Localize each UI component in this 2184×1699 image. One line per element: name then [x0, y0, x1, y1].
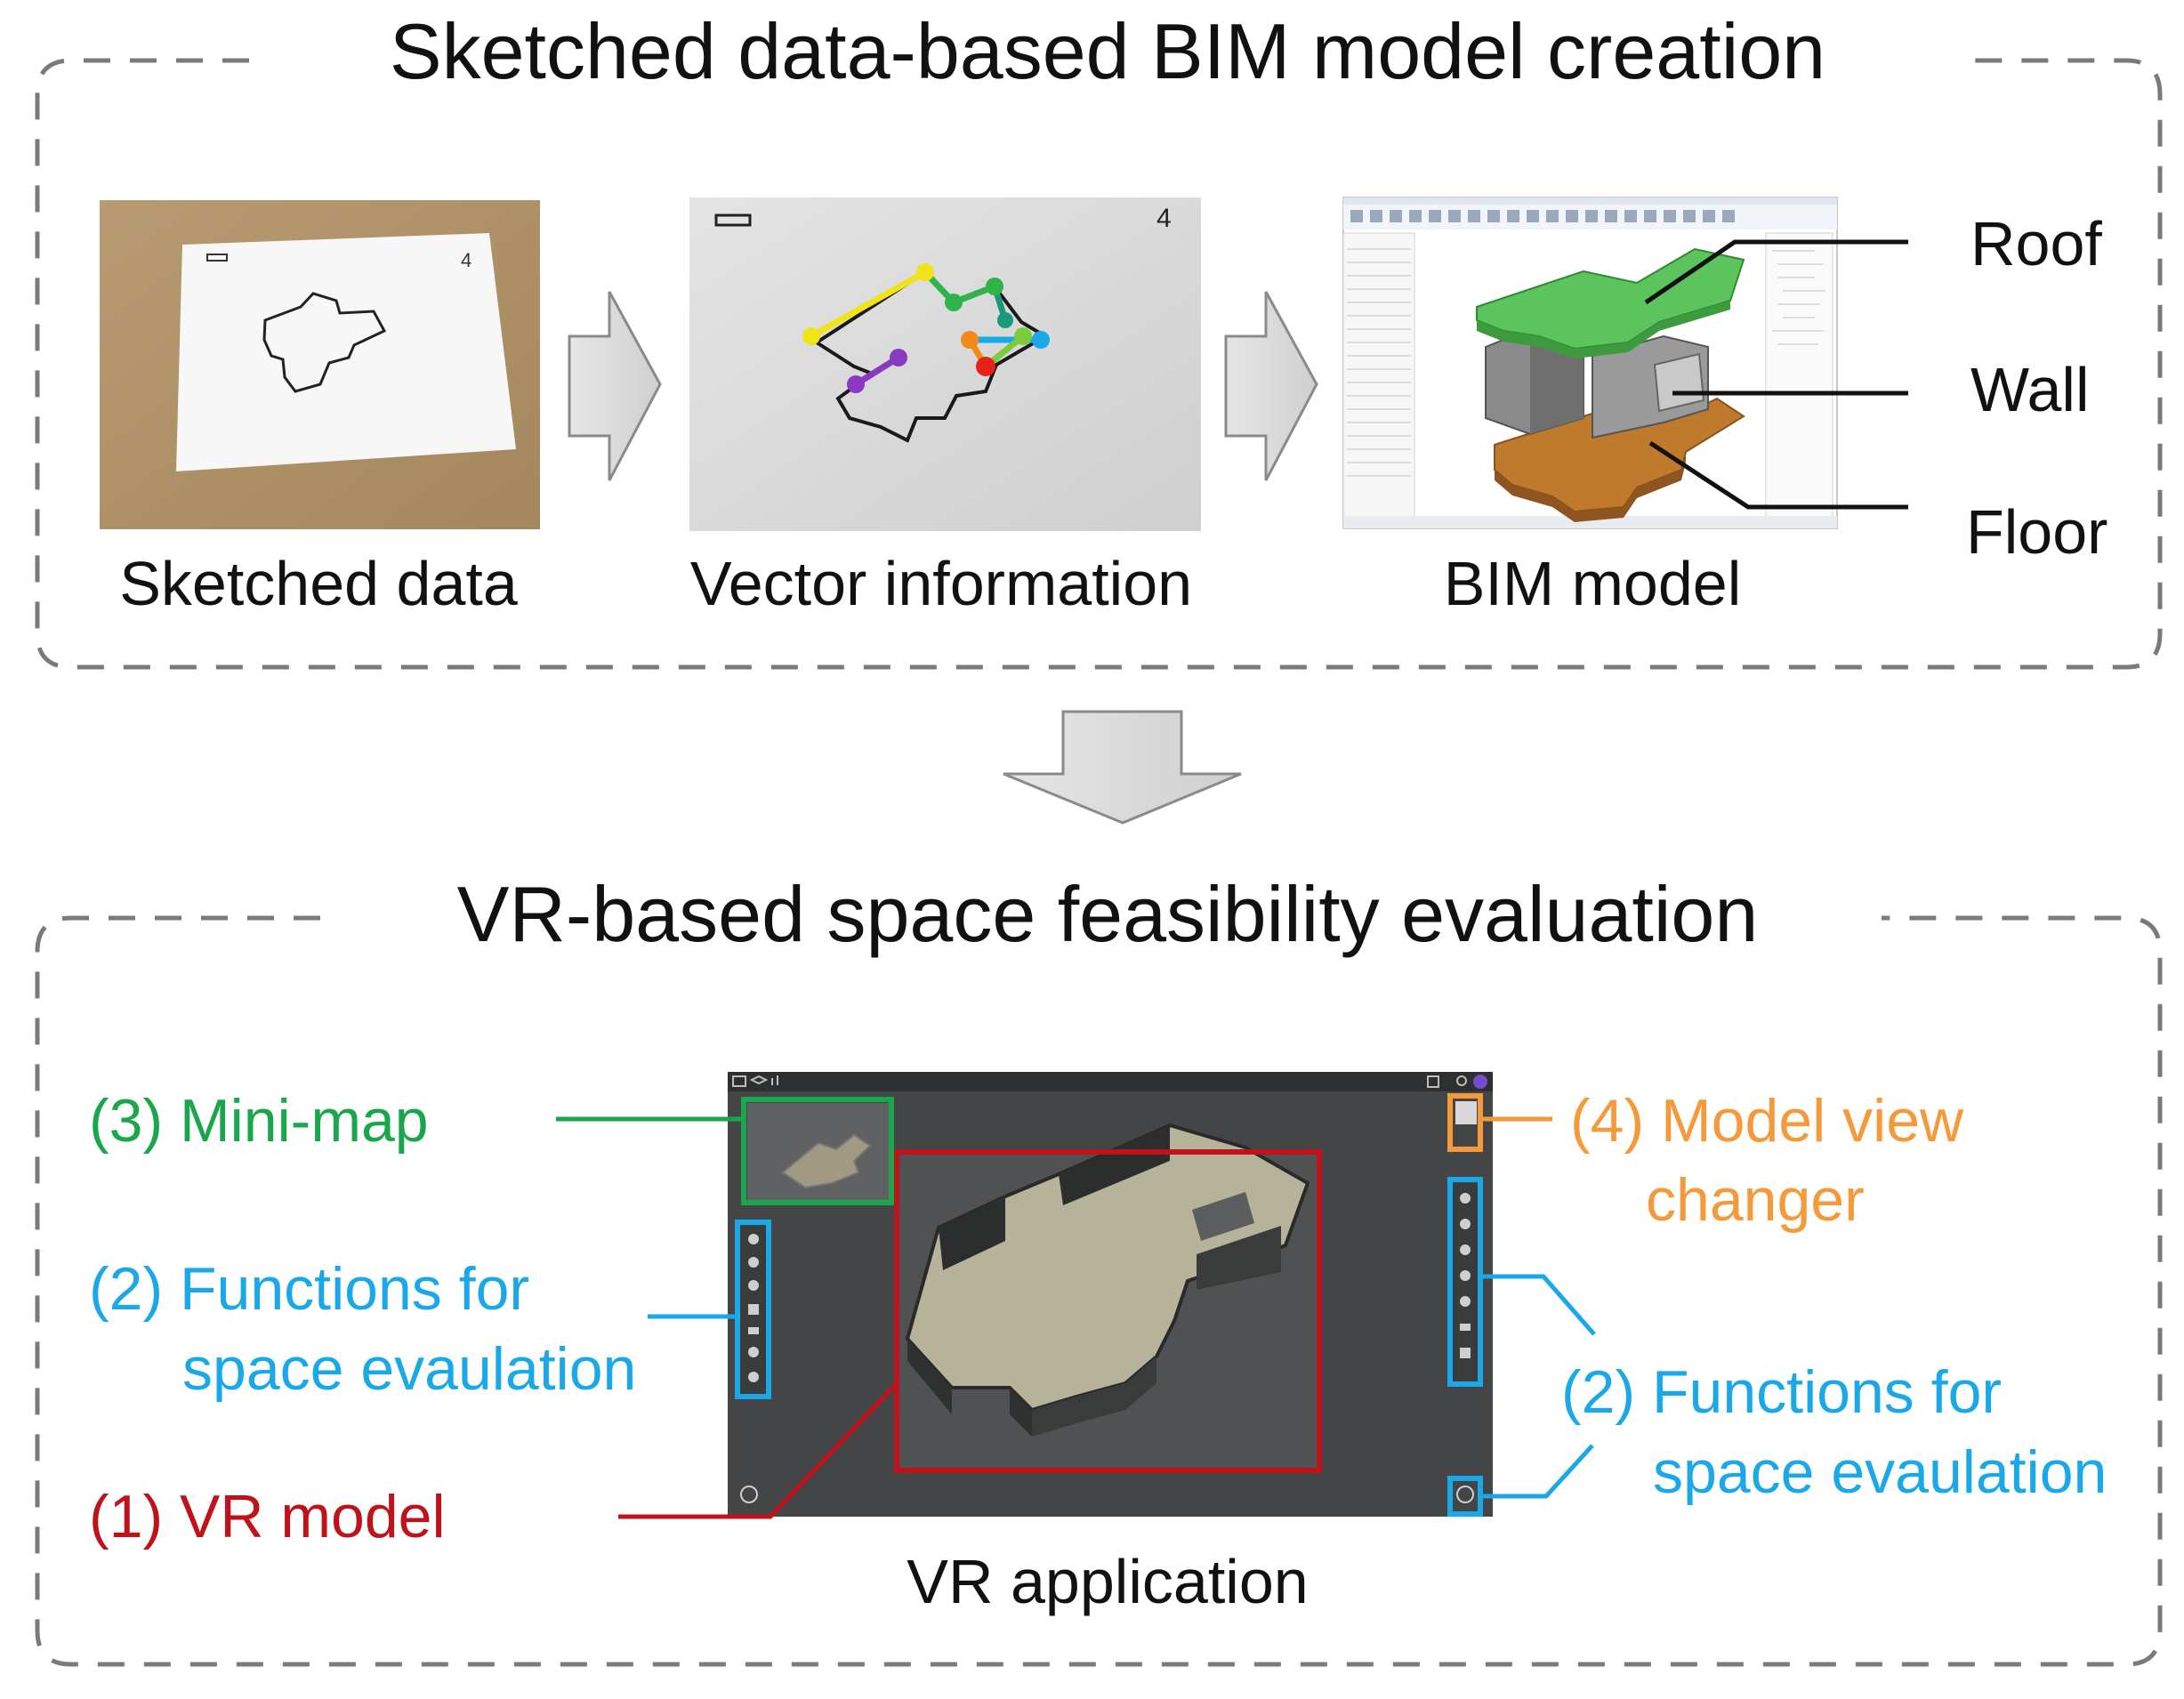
flow-arrow-1 [568, 291, 662, 481]
right-functions-leader [1480, 1274, 1596, 1336]
signal-icon [771, 1075, 778, 1085]
vr-model-3d [897, 1123, 1319, 1470]
settings-icon [748, 1280, 759, 1291]
flow-arrow-2 [1224, 291, 1318, 481]
model-view-callout-line1: (4) Model view [1570, 1087, 1964, 1155]
minimap-panel [747, 1103, 890, 1201]
bim-software-screenshot [1342, 197, 1838, 529]
model-view-highlight [1447, 1093, 1483, 1152]
vr-model-leader [618, 1381, 899, 1519]
orbit-icon [1456, 1486, 1474, 1503]
caption-bim-model: BIM model [1444, 549, 1742, 618]
sketch-page-number: 4 [461, 249, 471, 271]
roof-label: Roof [1970, 209, 2102, 278]
model-view-callout-line2: changer [1646, 1166, 1865, 1234]
top-section-title: Sketched data-based BIM model creation [390, 7, 1825, 95]
floor-leader [1648, 440, 1908, 510]
floor-label: Floor [1966, 497, 2107, 567]
bim-leader-lines [1644, 239, 1908, 510]
palette-icon [1460, 1270, 1471, 1281]
vector-nodes [802, 263, 1050, 393]
target-icon [748, 1234, 759, 1244]
draw-icon [748, 1372, 759, 1382]
bottom-dashed-frame [35, 915, 2163, 1667]
ruler-icon [748, 1327, 759, 1334]
graduation-cap-icon [749, 1075, 769, 1085]
functions-right-callout-line1: (2) Functions for [1561, 1358, 2002, 1426]
top-dashed-frame [35, 58, 2163, 670]
caption-vector-information: Vector information [690, 549, 1192, 618]
functions-left-callout-line2: space evaulation [182, 1335, 636, 1403]
vr-app-screenshot [728, 1072, 1493, 1517]
orbit-leader [1480, 1444, 1594, 1499]
caption-sketched-data: Sketched data [119, 549, 518, 618]
model-view-icon [1455, 1101, 1477, 1124]
wall-label: Wall [1970, 355, 2090, 424]
folder-icon [732, 1075, 746, 1087]
camera-icon [1460, 1219, 1471, 1229]
share-icon [1427, 1075, 1439, 1088]
left-functions-highlight [735, 1220, 771, 1399]
minimap-callout: (3) Mini-map [89, 1087, 429, 1155]
vector-information-image: 4 [689, 197, 1201, 531]
bottom-section: VR-based space feasibility evaluation [35, 870, 2163, 1667]
info-icon [740, 1486, 758, 1503]
functions-right-callout-line2: space evaulation [1653, 1438, 2107, 1506]
roof-leader [1644, 239, 1908, 305]
export-icon [1460, 1348, 1471, 1358]
sun-icon [1460, 1244, 1471, 1255]
vr-model-highlight [894, 1149, 1322, 1473]
node-icon [748, 1347, 759, 1357]
vr-model-callout: (1) VR model [89, 1483, 446, 1550]
lightbulb-icon [1456, 1075, 1467, 1086]
right-functions-highlight [1447, 1177, 1483, 1387]
minimap-highlight [741, 1097, 894, 1205]
measure-icon [1460, 1324, 1471, 1331]
cube-icon [1460, 1296, 1471, 1307]
caption-vr-application: VR application [907, 1547, 1308, 1616]
walk-icon [1460, 1193, 1471, 1204]
grid-icon [748, 1304, 759, 1315]
vector-page-number: 4 [1156, 204, 1172, 233]
functions-left-callout-line1: (2) Functions for [89, 1255, 529, 1323]
top-section: Sketched data-based BIM model creation 4… [35, 7, 2163, 670]
section-down-arrow [1003, 710, 1242, 825]
bim-3d-model [1476, 247, 1745, 522]
person-icon [748, 1257, 759, 1268]
avatar [1473, 1075, 1487, 1089]
sketched-data-photo: 4 [100, 200, 540, 529]
bottom-section-title: VR-based space feasibility evaluation [457, 870, 1759, 958]
